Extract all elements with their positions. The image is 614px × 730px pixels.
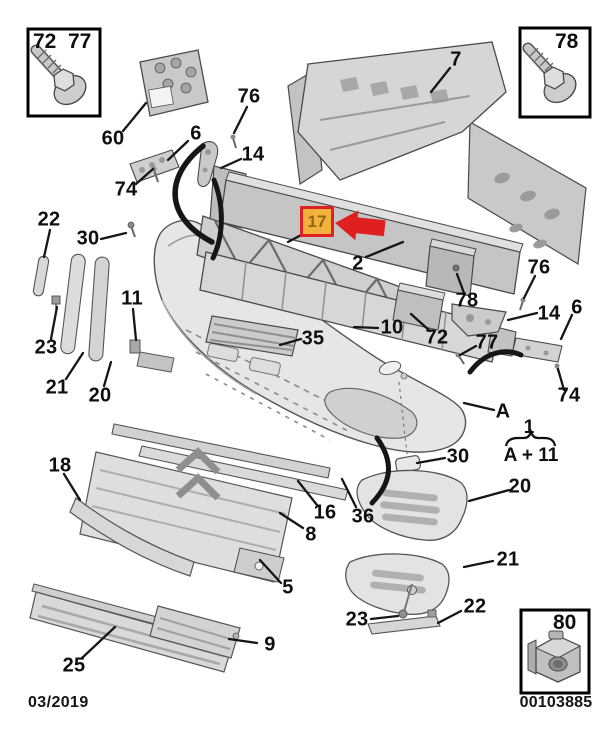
part-screw-76-top bbox=[230, 134, 237, 149]
part-bracket-6-top bbox=[129, 149, 180, 183]
part-rear-panel bbox=[467, 120, 587, 265]
part-callout-7[interactable]: 7 bbox=[450, 48, 462, 71]
part-callout-23[interactable]: 23 bbox=[345, 608, 369, 631]
part-callout-6[interactable]: 6 bbox=[190, 122, 202, 145]
part-callout-16[interactable]: 16 bbox=[313, 501, 337, 524]
part-callout-76[interactable]: 76 bbox=[237, 85, 261, 108]
part-screw-77-right bbox=[455, 352, 465, 365]
part-callout-21[interactable]: 21 bbox=[45, 376, 69, 399]
highlighted-part-callout-17[interactable]: 17 bbox=[300, 206, 334, 237]
part-bracket-14-right bbox=[451, 303, 507, 337]
part-screw-23-right bbox=[398, 583, 413, 619]
part-callout-23[interactable]: 23 bbox=[34, 336, 58, 359]
part-clip-11 bbox=[129, 339, 175, 373]
part-callout-6[interactable]: 6 bbox=[571, 296, 583, 319]
assembly-note-numerator: 1 bbox=[523, 417, 535, 438]
part-callout-22[interactable]: 22 bbox=[463, 595, 487, 618]
part-callout-74[interactable]: 74 bbox=[557, 384, 581, 407]
part-callout-14[interactable]: 14 bbox=[537, 302, 561, 325]
part-frame-18 bbox=[69, 497, 195, 577]
inset-box-78 bbox=[518, 26, 592, 119]
part-callout-21[interactable]: 21 bbox=[496, 548, 520, 571]
part-callout-78[interactable]: 78 bbox=[455, 289, 479, 312]
citroen-chevron-icon bbox=[175, 473, 221, 501]
part-callout-2[interactable]: 2 bbox=[352, 252, 364, 275]
part-grille-9 bbox=[149, 605, 241, 659]
part-connector-60 bbox=[139, 49, 209, 117]
inset-box-80 bbox=[519, 608, 591, 695]
part-callout-35[interactable]: 35 bbox=[301, 327, 325, 350]
part-callout-25[interactable]: 25 bbox=[62, 654, 86, 677]
part-callout-18[interactable]: 18 bbox=[48, 454, 72, 477]
assembly-note-denominator: A + 11 bbox=[503, 445, 559, 466]
inset-label-78[interactable]: 78 bbox=[555, 30, 579, 53]
leader-lines bbox=[42, 66, 574, 660]
part-callout-30[interactable]: 30 bbox=[76, 227, 100, 250]
inset-label-80[interactable]: 80 bbox=[553, 611, 577, 634]
part-callout-76[interactable]: 76 bbox=[527, 256, 551, 279]
part-callout-60[interactable]: 60 bbox=[101, 127, 125, 150]
inset-label-77[interactable]: 77 bbox=[68, 30, 92, 53]
selection-arrow-icon bbox=[335, 210, 386, 241]
part-callout-74[interactable]: 74 bbox=[114, 178, 138, 201]
hex-flange-bolt-icon bbox=[522, 42, 577, 104]
part-screw-30-left bbox=[127, 221, 136, 238]
part-grille-35 bbox=[205, 315, 299, 357]
part-callout-72[interactable]: 72 bbox=[425, 326, 449, 349]
part-callout-5[interactable]: 5 bbox=[282, 576, 294, 599]
diagram-date: 03/2019 bbox=[28, 694, 89, 711]
motion-swooshes bbox=[172, 143, 524, 506]
part-callout-A[interactable]: A bbox=[495, 400, 511, 423]
part-callout-36[interactable]: 36 bbox=[351, 505, 375, 528]
part-callout-22[interactable]: 22 bbox=[37, 208, 61, 231]
part-callout-20[interactable]: 20 bbox=[508, 475, 532, 498]
part-strip-20-left bbox=[88, 256, 110, 362]
part-callout-20[interactable]: 20 bbox=[88, 384, 112, 407]
part-callout-14[interactable]: 14 bbox=[241, 143, 265, 166]
part-strip-21-left bbox=[60, 253, 86, 355]
cage-nut-clip-icon bbox=[527, 630, 582, 683]
part-callout-30[interactable]: 30 bbox=[446, 445, 470, 468]
inset-label-72[interactable]: 72 bbox=[33, 30, 57, 53]
citroen-chevron-icon bbox=[175, 447, 221, 475]
part-strip-16 bbox=[111, 423, 331, 479]
part-callout-77[interactable]: 77 bbox=[475, 331, 499, 354]
part-bracket-6-right bbox=[511, 337, 563, 363]
part-bracket-72 bbox=[392, 282, 446, 331]
part-upper-shield-7 bbox=[287, 41, 507, 186]
part-callout-10[interactable]: 10 bbox=[380, 316, 404, 339]
part-callout-8[interactable]: 8 bbox=[305, 523, 317, 546]
part-callout-9[interactable]: 9 bbox=[264, 633, 276, 656]
figure-number: 00103885 bbox=[519, 694, 593, 711]
part-bracket-14-top bbox=[197, 141, 219, 187]
part-trim-22-right bbox=[367, 609, 441, 635]
part-callout-11[interactable]: 11 bbox=[121, 287, 143, 310]
part-fog-grille-21 bbox=[345, 553, 450, 616]
assembly-note-brace bbox=[504, 428, 557, 447]
hex-flange-bolt-icon bbox=[30, 44, 87, 106]
inset-box-72-77 bbox=[26, 27, 102, 118]
